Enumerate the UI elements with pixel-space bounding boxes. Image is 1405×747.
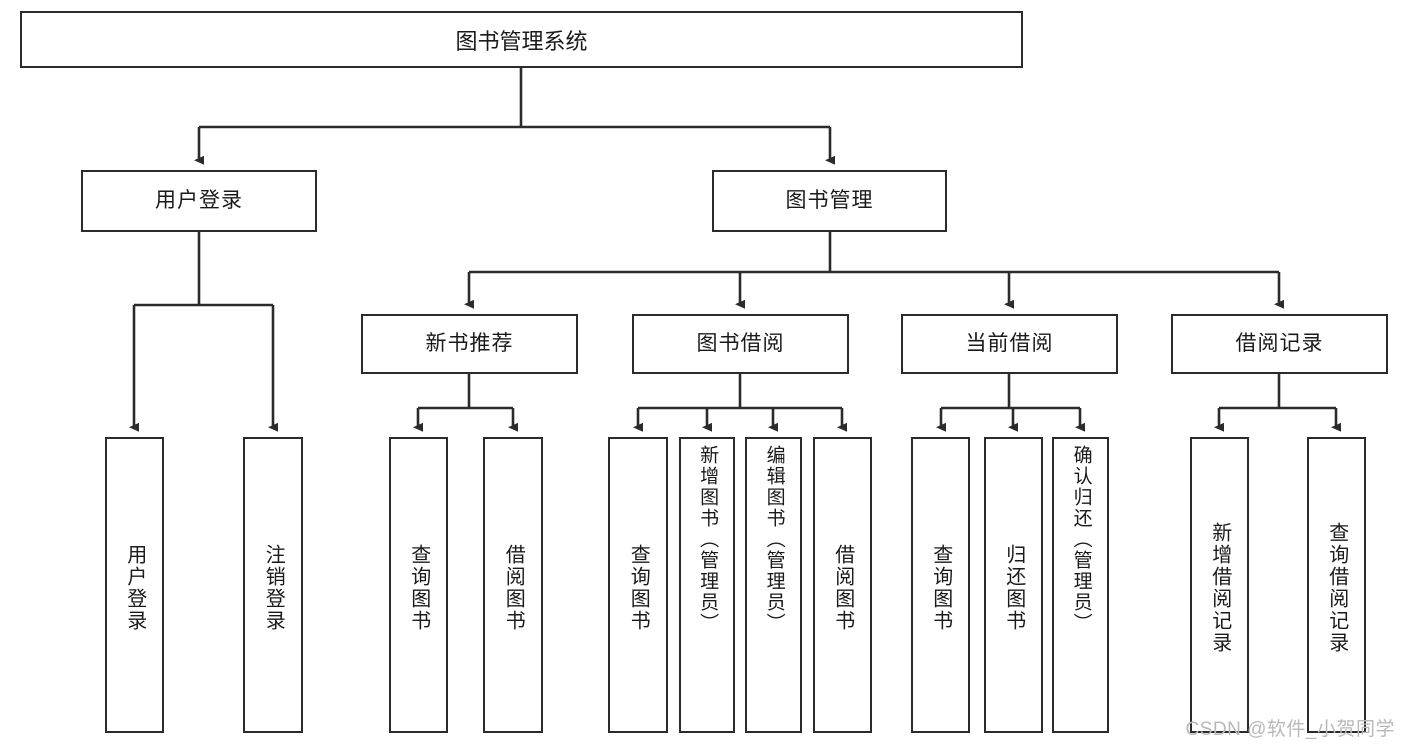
node-label: 图书管理 — [785, 189, 874, 213]
leaf-text-wrap: 用户登录 — [107, 445, 162, 731]
leaf-text-wrap: 查询借阅记录 — [1309, 445, 1364, 731]
leaf-user-login[interactable]: 用户登录 — [105, 437, 164, 733]
node-label: 归还图书 — [1002, 544, 1025, 632]
node-label: 确认归还（管理员） — [1070, 445, 1092, 634]
leaf-return-book[interactable]: 归还图书 — [984, 437, 1043, 733]
node-label: 图书借阅 — [696, 332, 785, 356]
leaf-text-wrap: 借阅图书 — [485, 445, 541, 731]
leaf-edit-book-admin[interactable]: 编辑图书（管理员） — [745, 437, 802, 733]
leaf-text-wrap: 新增图书（管理员） — [681, 445, 733, 731]
node-label: 查询图书 — [407, 544, 430, 632]
leaf-query-book-recommend[interactable]: 查询图书 — [389, 437, 448, 733]
node-root-system[interactable]: 图书管理系统 — [20, 11, 1023, 68]
leaf-query-book-current[interactable]: 查询图书 — [911, 437, 970, 733]
leaf-text-wrap: 查询图书 — [391, 445, 446, 731]
leaf-text-wrap: 编辑图书（管理员） — [747, 445, 800, 731]
leaf-text-wrap: 新增借阅记录 — [1192, 445, 1247, 731]
node-label: 借阅图书 — [831, 544, 854, 632]
node-label: 编辑图书（管理员） — [763, 445, 785, 634]
leaf-text-wrap: 查询图书 — [913, 445, 968, 731]
node-book-borrow[interactable]: 图书借阅 — [632, 314, 849, 374]
node-label: 新书推荐 — [425, 332, 514, 356]
node-book-management[interactable]: 图书管理 — [712, 170, 947, 232]
leaf-borrow-book-recommend[interactable]: 借阅图书 — [483, 437, 543, 733]
node-label: 当前借阅 — [965, 332, 1054, 356]
node-label: 查询图书 — [929, 544, 952, 632]
node-borrow-record[interactable]: 借阅记录 — [1171, 314, 1388, 374]
csdn-watermark: CSDN @软件_小贺同学 — [1185, 719, 1395, 740]
leaf-add-book-admin[interactable]: 新增图书（管理员） — [679, 437, 735, 733]
node-label: 借阅记录 — [1235, 332, 1324, 356]
node-user-login[interactable]: 用户登录 — [81, 170, 317, 232]
leaf-text-wrap: 查询图书 — [610, 445, 666, 731]
leaf-text-wrap: 归还图书 — [986, 445, 1041, 731]
node-label: 注销登录 — [262, 544, 285, 632]
leaf-logout[interactable]: 注销登录 — [243, 437, 303, 733]
leaf-text-wrap: 注销登录 — [245, 445, 301, 731]
node-current-borrow[interactable]: 当前借阅 — [901, 314, 1118, 374]
node-label: 查询图书 — [627, 544, 650, 632]
node-new-book-recommend[interactable]: 新书推荐 — [361, 314, 578, 374]
node-label: 新增图书（管理员） — [697, 445, 719, 634]
node-label: 查询借阅记录 — [1325, 522, 1348, 654]
node-label: 新增借阅记录 — [1208, 522, 1231, 654]
leaf-query-borrow-record[interactable]: 查询借阅记录 — [1307, 437, 1366, 733]
leaf-confirm-return-admin[interactable]: 确认归还（管理员） — [1052, 437, 1109, 733]
node-label: 借阅图书 — [502, 544, 525, 632]
node-label: 图书管理系统 — [455, 28, 588, 54]
node-label: 用户登录 — [123, 544, 146, 632]
leaf-text-wrap: 确认归还（管理员） — [1054, 445, 1107, 731]
leaf-query-book-borrow[interactable]: 查询图书 — [608, 437, 668, 733]
leaf-text-wrap: 借阅图书 — [815, 445, 870, 731]
leaf-borrow-book[interactable]: 借阅图书 — [813, 437, 872, 733]
node-label: 用户登录 — [155, 189, 243, 213]
leaf-add-borrow-record[interactable]: 新增借阅记录 — [1190, 437, 1249, 733]
